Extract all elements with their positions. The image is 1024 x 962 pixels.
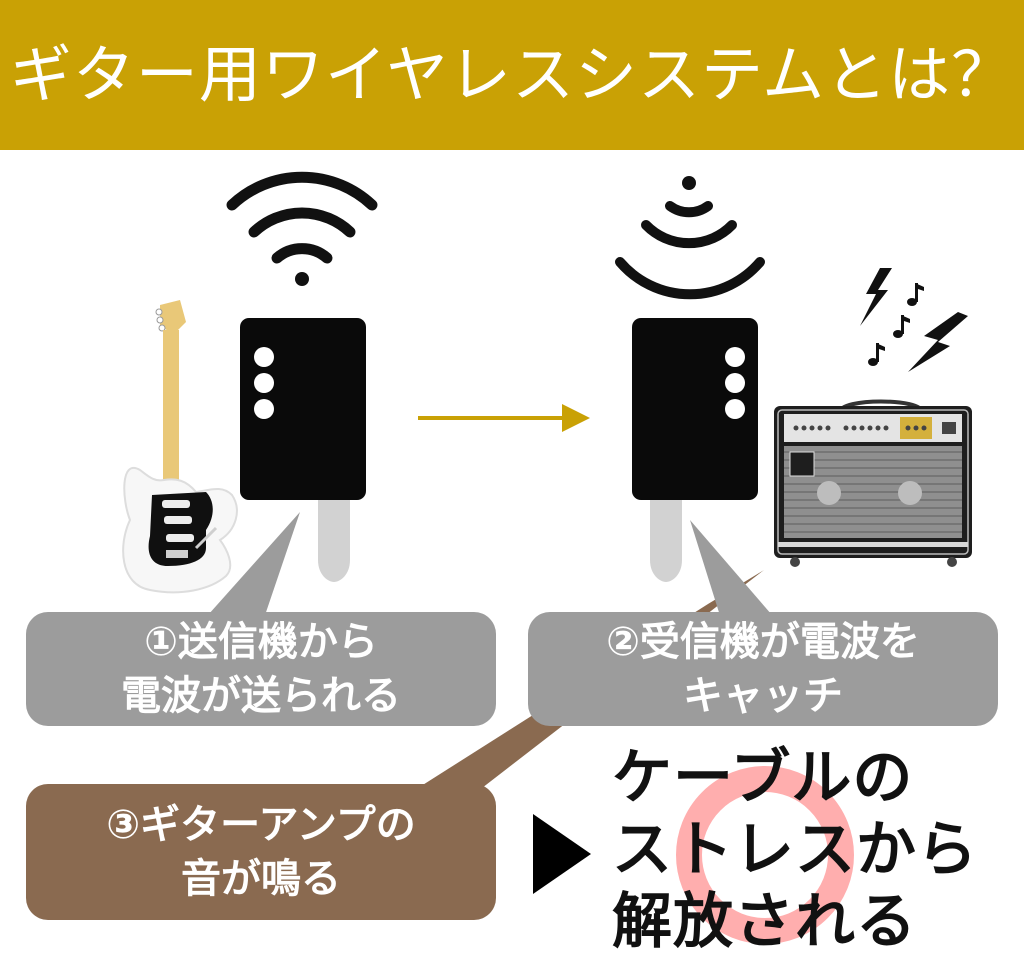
result-line-2: ストレスから (612, 815, 978, 885)
transmitter-icon (240, 318, 366, 582)
step-1-line-2: 電波が送られる (121, 673, 401, 719)
step-3-line-1: ③ギターアンプの (106, 802, 416, 848)
step-3-line-2: 音が鳴る (181, 856, 341, 902)
result-line-3: 解放される (612, 887, 917, 957)
step-2-line-1: ②受信機が電波を (606, 619, 920, 665)
arrow-right-icon (418, 404, 590, 432)
step-3-bubble: ③ギターアンプの 音が鳴る (26, 784, 496, 920)
header-bar: ギター用ワイヤレスシステムとは？ (0, 0, 1024, 150)
step-1-bubble: ①送信機から 電波が送られる (26, 612, 496, 726)
page-title: ギター用ワイヤレスシステムとは？ (9, 38, 1015, 111)
broadcast-signal-icon (615, 176, 765, 300)
receiver-icon (632, 318, 758, 582)
bubble-tail-receiver (690, 520, 778, 622)
step-2-bubble: ②受信機が電波を キャッチ (528, 612, 998, 726)
electric-guitar-icon (122, 300, 238, 594)
step-2-line-2: キャッチ (683, 673, 843, 719)
result-line-1: ケーブルの (612, 743, 914, 813)
guitar-amp-icon (774, 399, 972, 567)
lightning-icon (860, 268, 968, 372)
result-message: ケーブルの ストレスから 解放される (612, 742, 1012, 958)
step-1-line-1: ①送信機から (144, 619, 378, 665)
music-notes-icon (868, 283, 924, 366)
bubble-tail-transmitter (200, 512, 300, 624)
wifi-signal-icon (226, 171, 378, 286)
